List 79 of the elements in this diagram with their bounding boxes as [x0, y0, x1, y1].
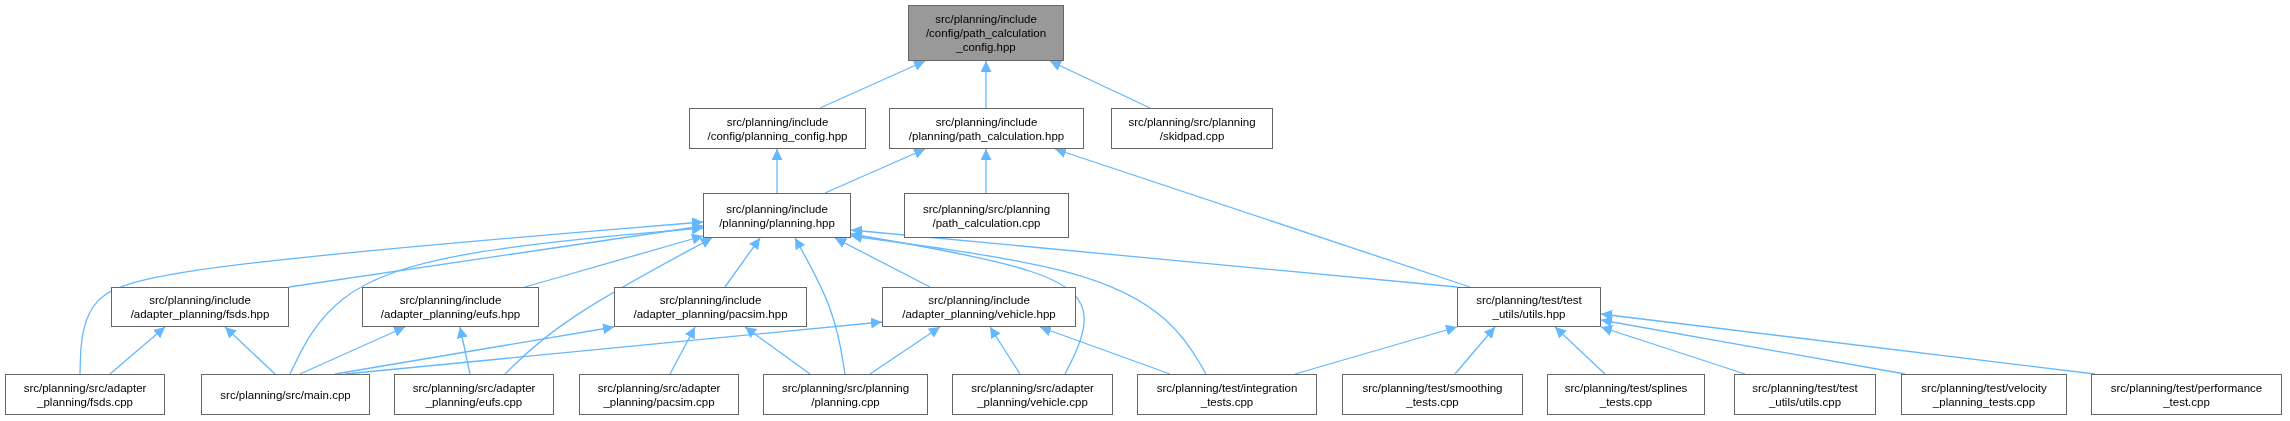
file-path: src/planning/include /adapter_planning/eufs.hpp — [379, 293, 522, 321]
file-path: src/planning/src/planning /path_calculation.cpp — [921, 201, 1052, 230]
file-box — [904, 193, 1069, 238]
file-box — [201, 374, 370, 415]
arrow — [524, 233, 704, 288]
file-path: src/planning/include /adapter_planning/pacsim.hpp — [632, 293, 789, 321]
file-box — [579, 374, 739, 415]
arrow — [1600, 309, 2096, 375]
arrow — [1454, 326, 1496, 375]
file-path: src/planning/test/test _utils/utils.cpp — [1751, 380, 1859, 409]
file-path: src/planning/test/velocity _planning_tests.cpp — [1920, 380, 2048, 409]
file-box — [5, 374, 165, 415]
file-box — [614, 287, 807, 327]
file-path: src/planning/test/performance _test.cpp — [2109, 380, 2264, 409]
arrow — [1054, 147, 1471, 288]
arrow — [794, 237, 846, 375]
file-box — [689, 108, 866, 149]
file-box — [2091, 374, 2282, 415]
arrow — [980, 148, 992, 194]
arrow — [850, 232, 1207, 375]
arrow — [504, 237, 713, 375]
file-path: src/planning/test/smoothing _tests.cpp — [1361, 380, 1504, 409]
file-path: src/planning/test/test _utils/utils.hpp — [1475, 293, 1583, 321]
file-path: src/planning/src/planning /planning.cpp — [780, 380, 911, 409]
arrow — [834, 237, 931, 288]
file-path: src/planning/src/adapter _planning/vehicle.cpp — [970, 380, 1095, 409]
file-path: src/planning/src/adapter _planning/pacsim.cpp — [596, 380, 722, 409]
arrow — [724, 237, 761, 288]
arrow — [1600, 325, 1746, 375]
file-path: src/planning/include /config/path_calculation _config.hpp — [924, 12, 1048, 54]
arrow — [771, 148, 783, 194]
file-box — [1901, 374, 2067, 415]
arrow — [744, 326, 811, 375]
file-path: src/planning/include /adapter_planning/vehicle.hpp — [901, 293, 1057, 321]
file-box — [908, 5, 1064, 61]
arrow — [109, 326, 166, 375]
file-box — [763, 374, 928, 415]
file-path: src/planning/test/splines _tests.cpp — [1563, 380, 1689, 409]
file-path: src/planning/include /config/planning_config.hpp — [706, 114, 849, 143]
file-box — [1547, 374, 1705, 415]
file-path: src/planning/include /adapter_planning/fsds.hpp — [129, 293, 271, 321]
file-box — [952, 374, 1113, 415]
arrow — [669, 326, 696, 375]
file-path: src/planning/include /planning/path_calculation.hpp — [907, 114, 1066, 143]
file-box — [362, 287, 539, 327]
arrow — [1039, 325, 1171, 375]
arrow — [1294, 324, 1458, 375]
file-box — [882, 287, 1076, 327]
arrow — [1049, 60, 1151, 109]
arrow — [850, 230, 1085, 375]
arrow — [299, 326, 406, 375]
arrow — [980, 60, 992, 109]
file-path: src/planning/src/main.cpp — [220, 387, 351, 402]
file-box — [1342, 374, 1523, 415]
arrow — [334, 323, 615, 375]
arrow — [1600, 316, 1906, 375]
file-box — [1137, 374, 1317, 415]
file-path: src/planning/test/integration _tests.cpp — [1155, 380, 1299, 409]
file-box — [1111, 108, 1273, 149]
file-path: src/planning/src/planning /skidpad.cpp — [1127, 114, 1257, 143]
arrow — [288, 222, 704, 288]
arrow — [869, 326, 941, 375]
arrow — [989, 326, 1021, 375]
arrow — [850, 225, 1458, 288]
file-path: src/planning/src/adapter _planning/fsds.cpp — [22, 380, 148, 409]
arrow — [824, 148, 926, 194]
file-box — [703, 193, 851, 238]
arrow — [224, 326, 276, 375]
arrow — [819, 60, 926, 109]
file-path: src/planning/include /planning/planning.hpp — [718, 201, 836, 230]
arrow — [79, 217, 704, 375]
file-path: src/planning/src/adapter _planning/eufs.cpp — [411, 380, 537, 409]
file-box — [1457, 287, 1601, 327]
file-box — [394, 374, 554, 415]
arrow — [456, 326, 471, 375]
file-box — [1734, 374, 1876, 415]
file-box — [111, 287, 289, 327]
file-box — [889, 108, 1084, 149]
arrow — [1554, 326, 1606, 375]
